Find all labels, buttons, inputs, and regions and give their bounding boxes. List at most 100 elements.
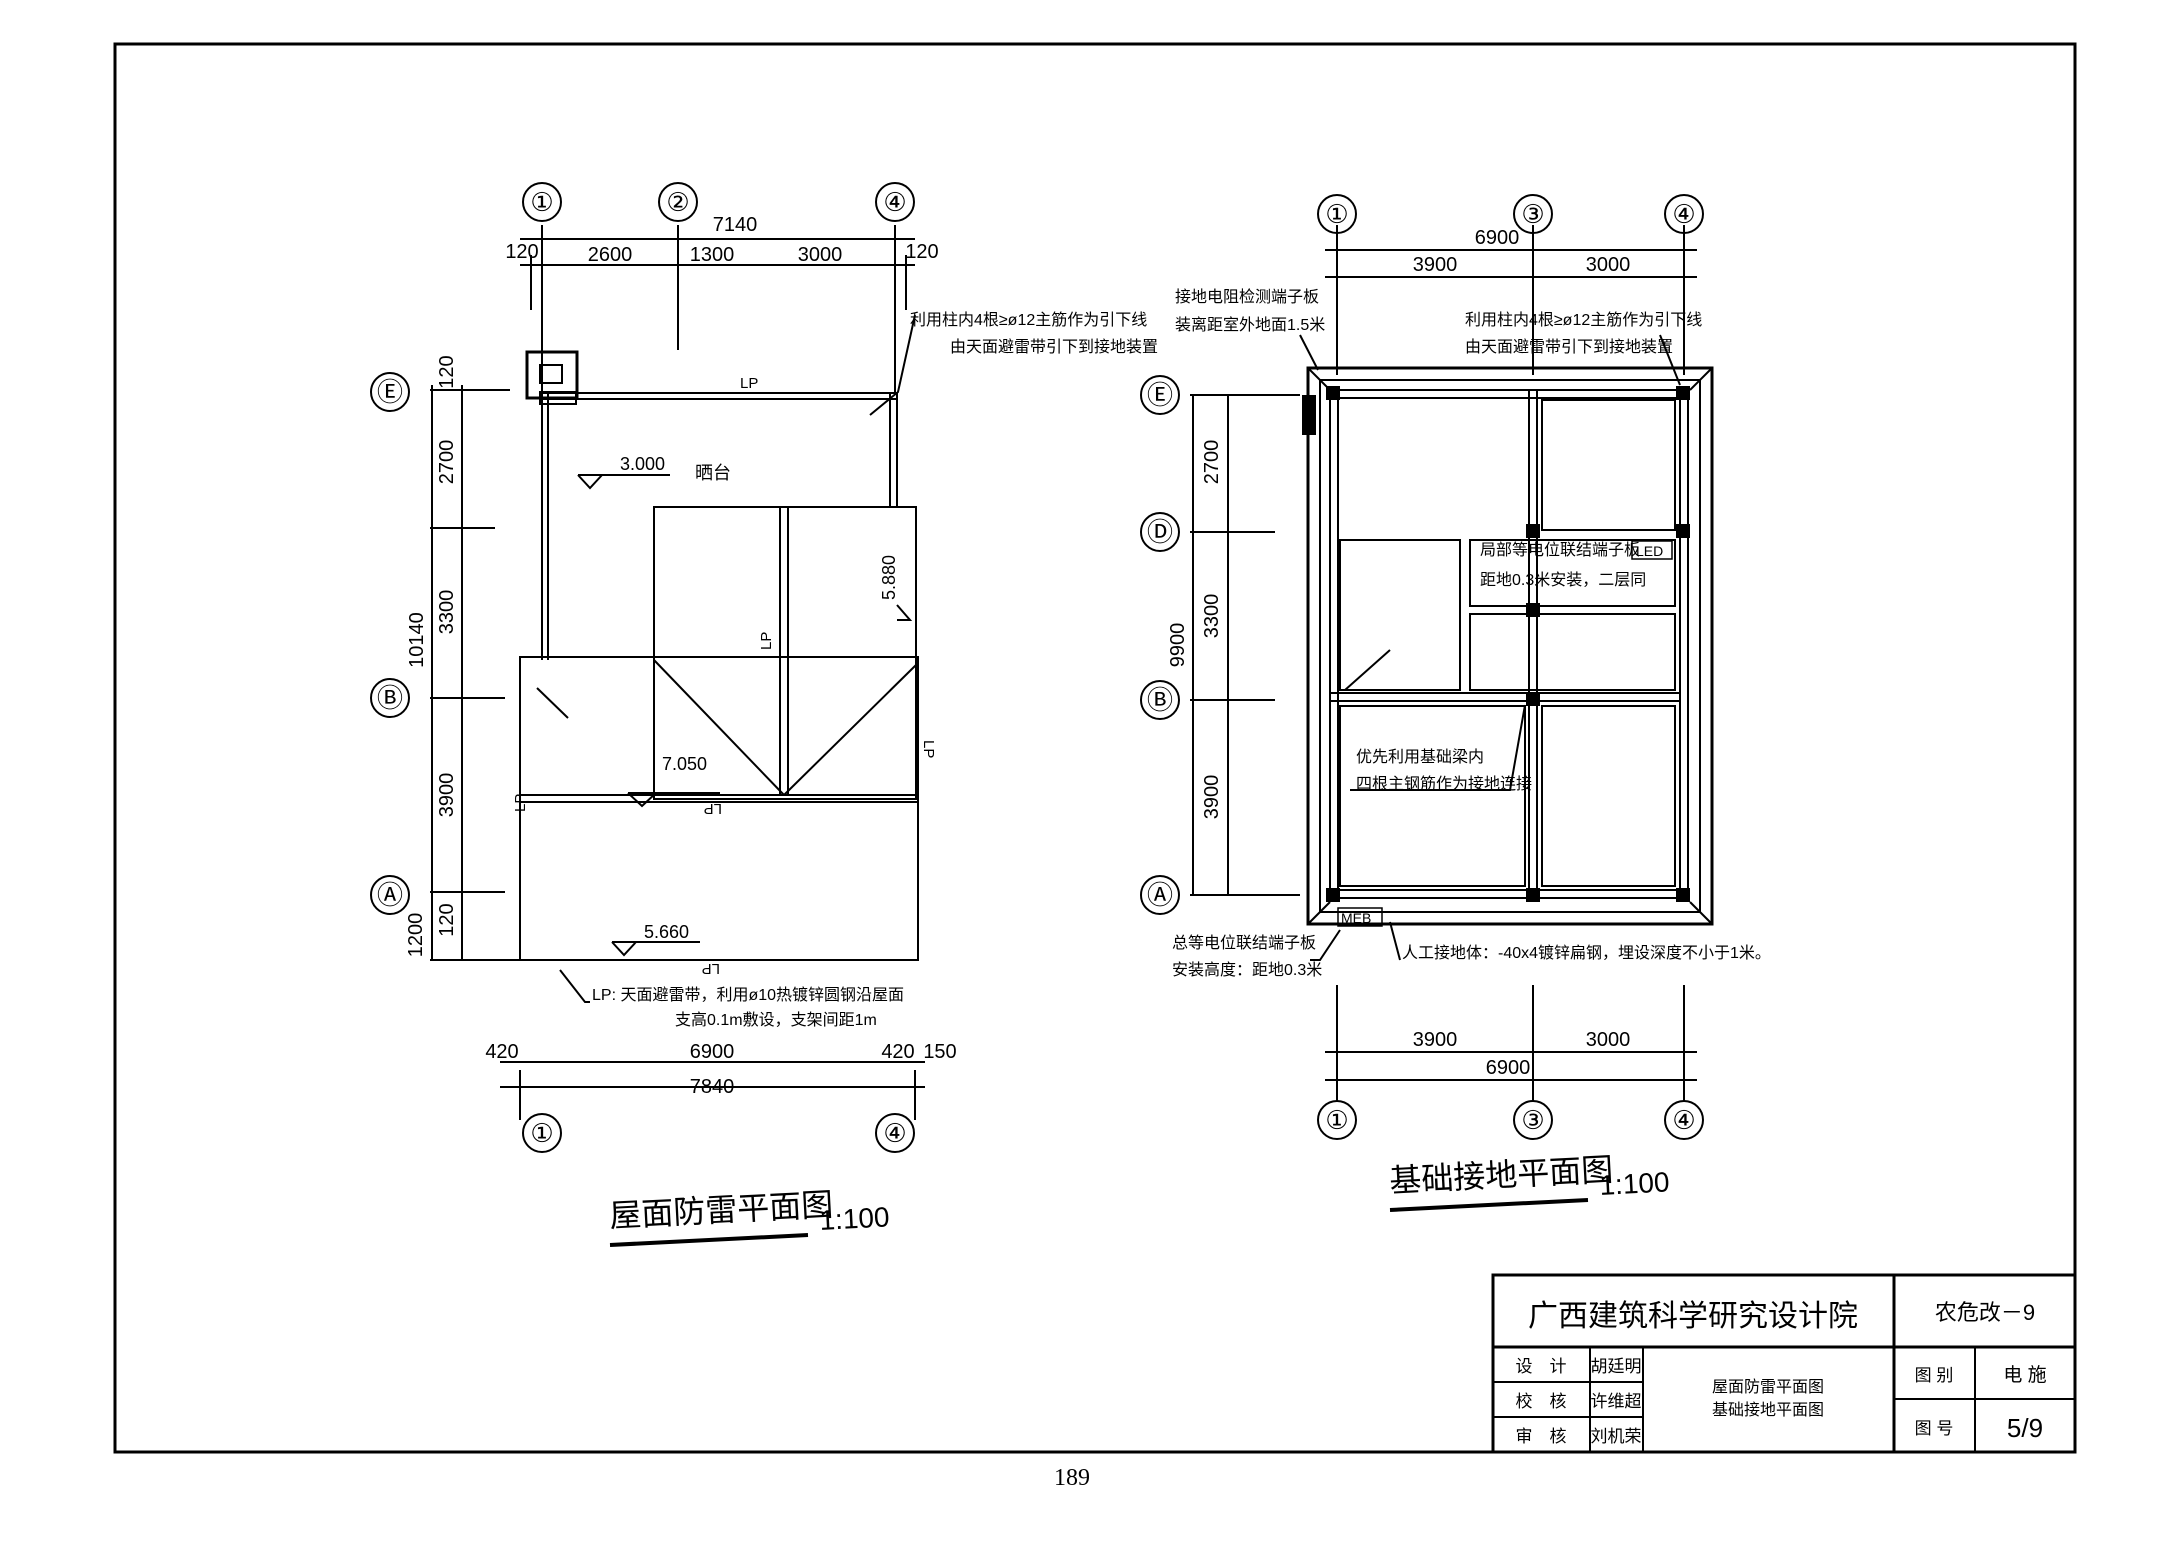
grounding-points (1302, 386, 1690, 902)
fnd-dim-left-2: 3300 (1201, 594, 1223, 639)
roof-dim-bottom-4: 150 (923, 1041, 956, 1063)
category-label: 图 别 (1915, 1366, 1954, 1385)
roof-axis-top-1: ① (530, 187, 553, 217)
fnd-note-meb-1: 总等电位联结端子板 (1172, 934, 1316, 952)
fnd-dim-bottom-1: 3900 (1413, 1029, 1458, 1051)
led-tag-box (1631, 540, 1673, 560)
category-value: 电 施 (2003, 1364, 2046, 1386)
roof-dim-left-total: 10140 (406, 612, 428, 668)
roof-lp-tag-1: LP (740, 375, 758, 392)
foundation-annotations: 接地电阻检测端子板 装离距室外地面1.5米 利用柱内4根≥ø12主筋作为引下线 … (1172, 288, 1771, 979)
fnd-note-meb-2: 安装高度：距地0.3米 (1172, 961, 1322, 979)
roof-lp-tag-4: LP (512, 794, 529, 812)
roof-dim-left-4: 3900 (436, 773, 458, 818)
roof-axis-top-3: ④ (883, 187, 906, 217)
roof-lp-tag-3: LP (920, 740, 937, 758)
roof-plan (430, 225, 925, 1120)
roof-elev-1: 3.000 (620, 454, 665, 474)
roof-lp-tag-5: LP (704, 800, 722, 817)
fnd-axis-left-4: Ⓐ (1147, 880, 1173, 910)
fnd-note-downlead-2: 由天面避雷带引下到接地装置 (1465, 338, 1673, 356)
fnd-dim-top-2: 3000 (1586, 254, 1631, 276)
fnd-led-tag: LED (1636, 543, 1663, 559)
roof-plan-scale: 1:100 (819, 1201, 891, 1236)
fnd-axis-bottom-3: ④ (1672, 1105, 1695, 1135)
drawing-title-2: 基础接地平面图 (1712, 1401, 1824, 1419)
title-block-text: 广西建筑科学研究设计院 农危改－9 设 计 胡廷明 校 核 许维超 审 核 刘机… (1516, 1300, 2047, 1446)
foundation-dimensions: 6900 3900 3000 2700 3300 3900 9900 3900 … (1167, 227, 1630, 1079)
fnd-note-beam-1: 优先利用基础梁内 (1356, 748, 1484, 766)
check-label: 校 核 (1516, 1392, 1567, 1411)
roof-dim-bottom-3: 420 (881, 1041, 914, 1063)
roof-lp-tag-2: LP (758, 632, 775, 650)
review-label: 审 核 (1516, 1427, 1567, 1446)
roof-axis-bottom-1: ① (530, 1118, 553, 1148)
roof-dim-left-3: 3300 (436, 590, 458, 635)
fnd-note-downlead-1: 利用柱内4根≥ø12主筋作为引下线 (1465, 311, 1702, 329)
fnd-note-led-2: 距地0.3米安装，二层同 (1480, 571, 1646, 589)
sheet-border (113, 42, 2077, 1454)
foundation-plan (1190, 225, 1714, 1102)
roof-terrace-label: 晒台 (695, 463, 731, 483)
project-code: 农危改－9 (1935, 1300, 2035, 1325)
fnd-axis-left-3: Ⓑ (1147, 685, 1173, 715)
roof-elev-2: 5.880 (879, 555, 899, 600)
roof-dim-left-2: 2700 (436, 440, 458, 485)
check-name: 许维超 (1591, 1392, 1642, 1411)
roof-note-lp-1: LP: 天面避雷带，利用ø10热镀锌圆钢沿屋面 (592, 986, 904, 1004)
fnd-dim-top-1: 3900 (1413, 254, 1458, 276)
design-label: 设 计 (1516, 1357, 1567, 1376)
roof-dim-top-3: 1300 (690, 244, 735, 266)
fnd-axis-bottom-2: ③ (1521, 1105, 1544, 1135)
fnd-note-earth: 人工接地体：-40x4镀锌扁钢，埋设深度不小于1米。 (1402, 944, 1771, 962)
fnd-axis-top-3: ④ (1672, 199, 1695, 229)
number-value: 5/9 (2007, 1413, 2043, 1443)
fnd-note-led-1: 局部等电位联结端子板 (1480, 541, 1640, 559)
fnd-axis-top-2: ③ (1521, 199, 1544, 229)
meb-tag-box (1337, 907, 1383, 927)
roof-dim-bottom-2: 6900 (690, 1041, 735, 1063)
number-label: 图 号 (1915, 1419, 1954, 1438)
title-block (1491, 1273, 2077, 1454)
design-name: 胡廷明 (1591, 1357, 1642, 1376)
roof-dim-top-2: 2600 (588, 244, 633, 266)
fnd-note-beam-2: 四根主钢筋作为接地连接 (1356, 775, 1532, 793)
roof-dim-left-5: 1200 (405, 913, 427, 958)
fnd-note-test-1: 接地电阻检测端子板 (1175, 288, 1319, 306)
roof-annotations: 3.000 晒台 5.880 7.050 5.660 LP LP LP LP L… (512, 311, 1158, 1029)
roof-note-downlead-1: 利用柱内4根≥ø12主筋作为引下线 (910, 311, 1147, 329)
foundation-axis-labels: ① ③ ④ ① ③ ④ Ⓔ Ⓓ Ⓑ Ⓐ (1147, 199, 1696, 1135)
fnd-dim-left-total: 9900 (1167, 623, 1189, 668)
fnd-axis-top-1: ① (1325, 199, 1348, 229)
roof-dim-top-4: 3000 (798, 244, 843, 266)
roof-lp-tag-6: LP (702, 960, 720, 977)
institute-name: 广西建筑科学研究设计院 (1528, 1300, 1858, 1333)
roof-axis-labels: ① ② ④ ① ④ Ⓔ Ⓑ Ⓐ (377, 187, 907, 1148)
fnd-dim-top-total: 6900 (1475, 227, 1520, 249)
roof-dim-top-5: 120 (905, 241, 938, 263)
roof-dim-bottom-1: 420 (485, 1041, 518, 1063)
roof-plan-caption: 屋面防雷平面图 1:100 (608, 1186, 891, 1247)
fnd-note-test-2: 装离距室外地面1.5米 (1175, 316, 1325, 334)
drawing-title-1: 屋面防雷平面图 (1712, 1378, 1824, 1396)
fnd-meb-tag: MEB (1341, 910, 1371, 926)
fnd-axis-bottom-1: ① (1325, 1105, 1348, 1135)
fnd-dim-left-3: 3900 (1201, 775, 1223, 820)
roof-plan-title: 屋面防雷平面图 (608, 1186, 834, 1234)
fnd-dim-bottom-2: 3000 (1586, 1029, 1631, 1051)
roof-dim-left-1: 120 (436, 355, 458, 388)
roof-note-lp-2: 支高0.1m敷设，支架间距1m (675, 1010, 877, 1029)
fnd-axis-left-2: Ⓓ (1147, 517, 1173, 547)
roof-dimensions: 7140 120 2600 1300 3000 120 120 2700 330… (405, 214, 957, 1098)
roof-axis-left-1: Ⓔ (377, 377, 403, 407)
fnd-dim-bottom-total: 6900 (1486, 1057, 1531, 1079)
roof-elev-4: 5.660 (644, 922, 689, 942)
roof-dim-bottom-total: 7840 (690, 1076, 735, 1098)
roof-note-downlead-2: 由天面避雷带引下到接地装置 (950, 338, 1158, 356)
page-number: 189 (1054, 1465, 1090, 1491)
fnd-axis-left-1: Ⓔ (1147, 380, 1173, 410)
foundation-plan-caption: 基础接地平面图 1:100 (1388, 1151, 1670, 1212)
fnd-dim-left-1: 2700 (1201, 440, 1223, 485)
review-name: 刘机荣 (1591, 1427, 1642, 1446)
